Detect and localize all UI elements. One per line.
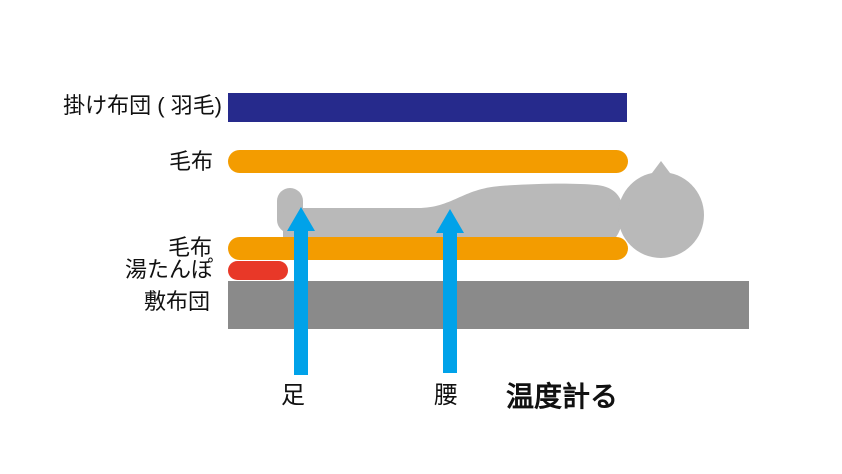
foot-label: 足 [281,382,305,409]
blanket-top-layer [228,150,628,173]
blanket-bottom-label: 毛布 [167,235,212,260]
blanket-top-label: 毛布 [168,149,213,174]
blanket-bottom-layer [228,237,628,260]
hot-water-bottle-label: 湯たんぽ [124,257,213,282]
duvet-label: 掛け布団 ( 羽毛) [63,93,222,118]
hip-label: 腰 [434,382,458,409]
mattress-layer [228,281,749,329]
measure-temperature-caption: 温度計る [506,381,619,412]
mattress-label: 敷布団 [143,289,210,314]
duvet-layer [228,93,627,122]
person-nose [646,161,676,181]
person-head [618,172,704,258]
hot-water-bottle-shape [228,261,288,280]
